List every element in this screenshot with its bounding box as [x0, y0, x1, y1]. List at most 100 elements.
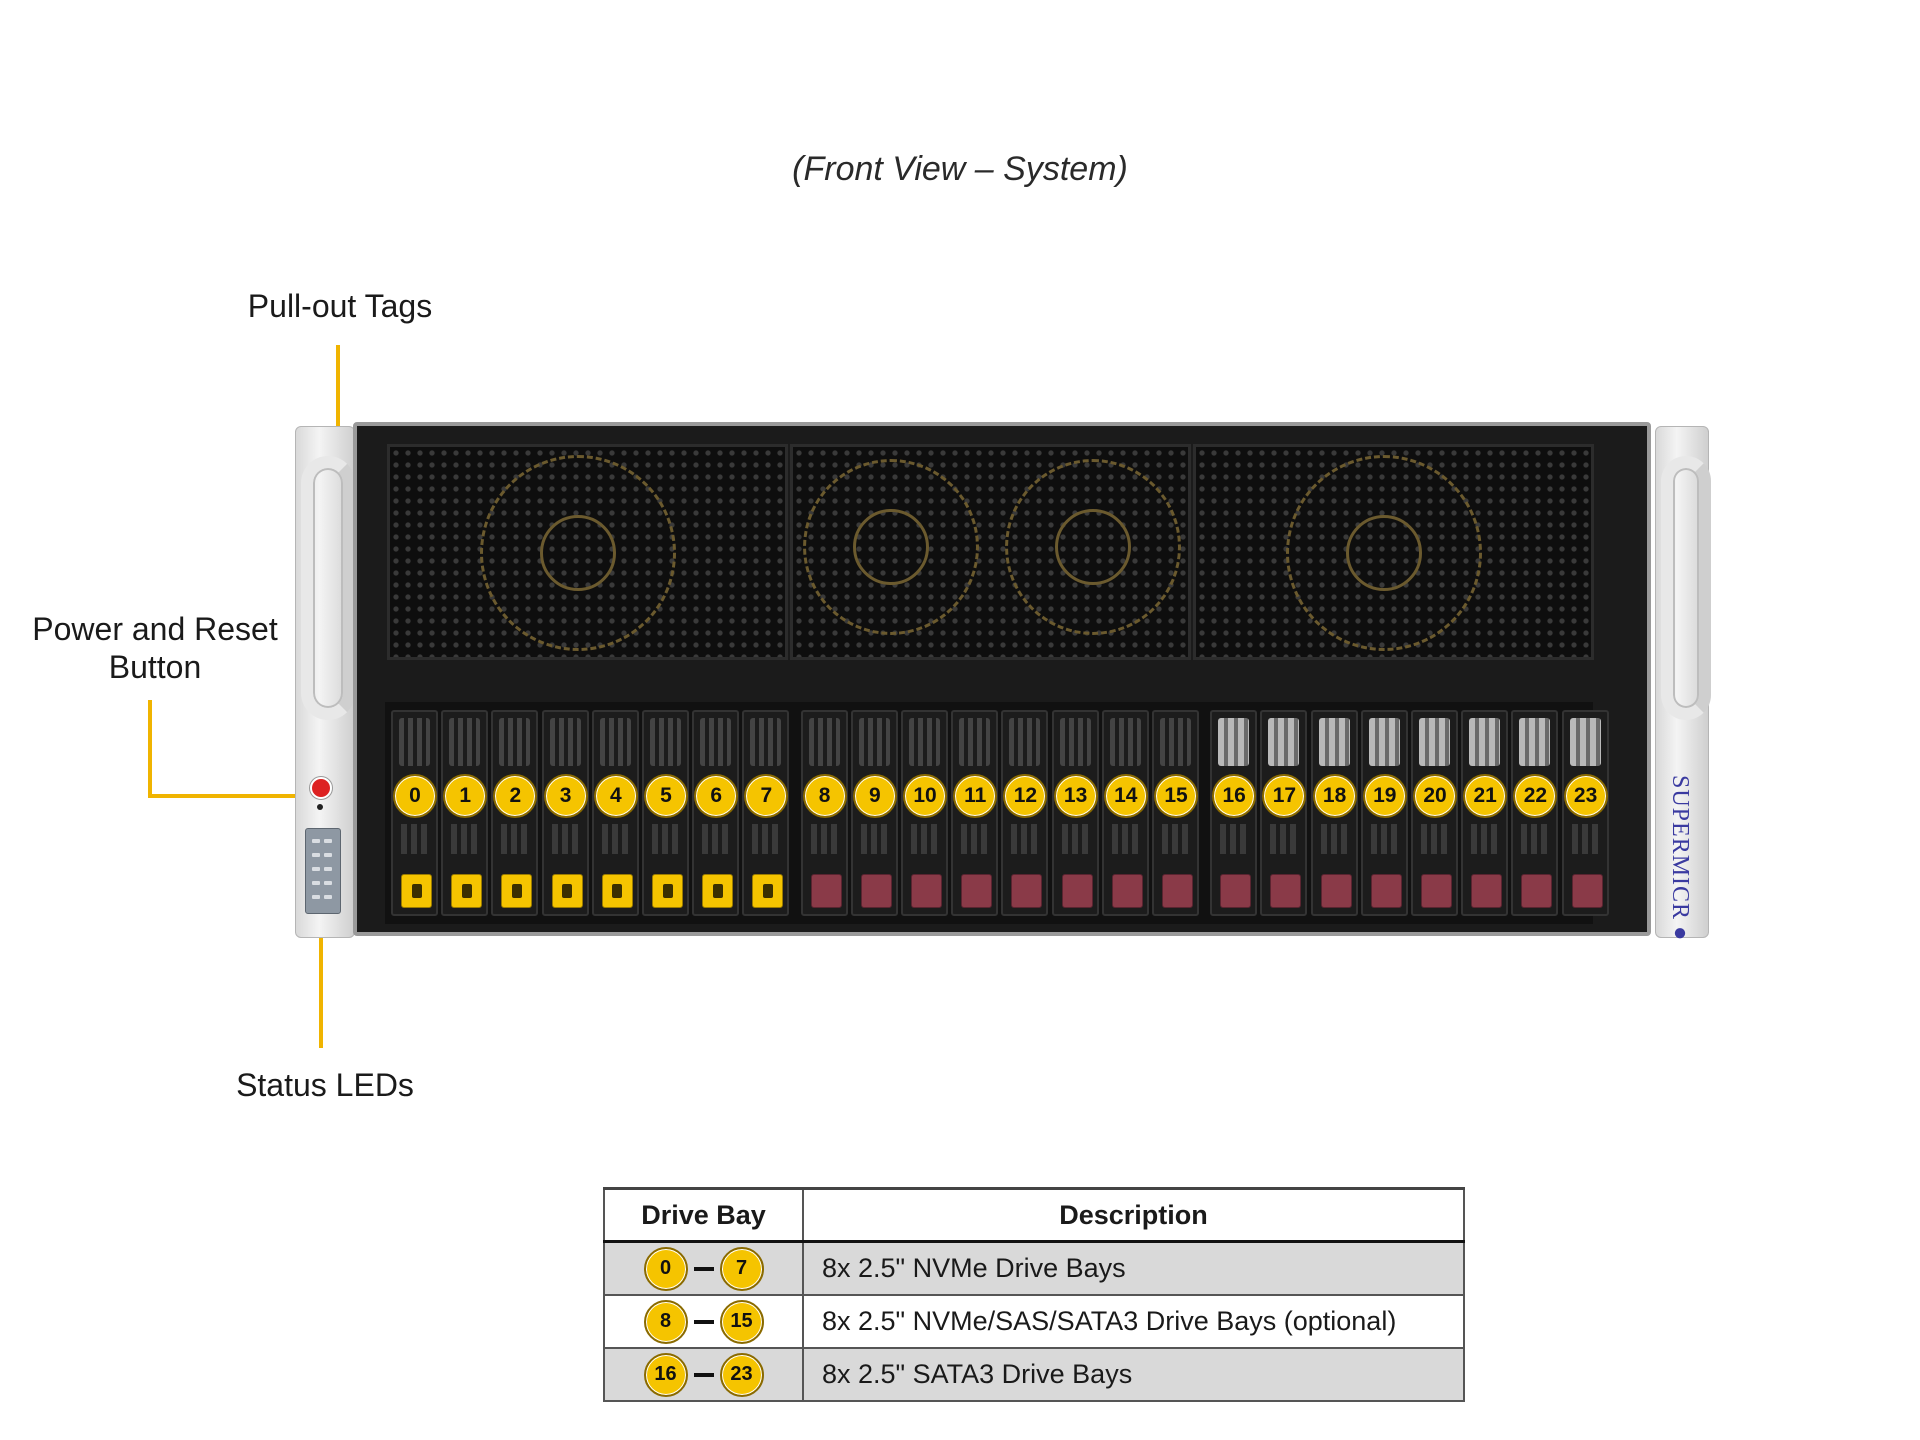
drive-tray-slots [1270, 824, 1298, 854]
bay-number-badge: 0 [393, 774, 437, 818]
drive-release-latch[interactable] [1571, 874, 1603, 908]
drive-release-latch[interactable] [401, 874, 432, 908]
drive-release-latch[interactable] [1370, 874, 1402, 908]
bay-number-badge: 21 [1463, 774, 1508, 818]
power-reset-leader-horizontal [148, 794, 310, 798]
drive-tray-slots [911, 824, 938, 854]
drive-release-latch[interactable] [1521, 874, 1553, 908]
drive-tray[interactable]: 18 [1310, 710, 1358, 916]
drive-tray[interactable]: 11 [951, 710, 999, 916]
drive-tray-slots [401, 824, 428, 854]
bay-number-badge: 7 [744, 774, 789, 818]
drive-tray-slots [1571, 824, 1599, 854]
bay-number-badge: 8 [802, 774, 847, 818]
drive-tray[interactable]: 17 [1260, 710, 1308, 916]
drive-release-latch[interactable] [652, 874, 683, 908]
left-handle[interactable] [301, 456, 355, 720]
drive-tray-slots [1370, 824, 1398, 854]
bay-number-badge: 23 [719, 1352, 764, 1397]
drive-tray[interactable]: 14 [1101, 710, 1149, 916]
reset-button[interactable] [317, 804, 323, 810]
bay-number-badge: 8 [643, 1299, 688, 1344]
status-led [312, 839, 320, 843]
drive-release-latch[interactable] [1270, 874, 1302, 908]
latch-lock-icon [612, 884, 623, 898]
drive-tray[interactable]: 13 [1051, 710, 1099, 916]
drive-release-latch[interactable] [702, 874, 734, 908]
drive-tray-vent [499, 718, 531, 766]
fan-bay [790, 444, 1191, 660]
drive-release-latch[interactable] [961, 874, 993, 908]
drive-tray[interactable]: 9 [850, 710, 898, 916]
drive-bay-description: 8x 2.5" SATA3 Drive Bays [803, 1348, 1465, 1402]
drive-tray[interactable]: 7 [742, 710, 790, 916]
drive-tray-vent [959, 718, 991, 766]
fan-icon [803, 459, 979, 635]
drive-tray-slots [601, 824, 629, 854]
drive-release-latch[interactable] [501, 874, 533, 908]
drive-tray-vent [858, 718, 890, 766]
right-handle[interactable] [1661, 456, 1711, 720]
drive-tray[interactable]: 10 [901, 710, 948, 916]
drive-release-latch[interactable] [1011, 874, 1043, 908]
drive-release-latch[interactable] [551, 874, 583, 908]
drive-tray[interactable]: 20 [1411, 710, 1458, 916]
drive-tray[interactable]: 22 [1511, 710, 1559, 916]
drive-tray[interactable]: 1 [441, 710, 489, 916]
status-led [324, 839, 332, 843]
status-led-panel [305, 828, 341, 914]
drive-tray[interactable]: 19 [1360, 710, 1408, 916]
drive-release-latch[interactable] [1162, 874, 1193, 908]
drive-release-latch[interactable] [1320, 874, 1352, 908]
power-button-icon[interactable] [310, 777, 332, 799]
bay-number-badge: 11 [953, 774, 998, 818]
drive-tray[interactable]: 8 [800, 710, 848, 916]
status-led [324, 867, 332, 871]
table-header-row: Drive Bay Description [603, 1187, 1465, 1243]
drive-release-latch[interactable] [810, 874, 842, 908]
drive-tray[interactable]: 23 [1561, 710, 1609, 916]
drive-release-latch[interactable] [1111, 874, 1143, 908]
status-led [312, 881, 320, 885]
status-led [324, 881, 332, 885]
drive-release-latch[interactable] [1421, 874, 1452, 908]
drive-release-latch[interactable] [1220, 874, 1252, 908]
latch-lock-icon [411, 884, 422, 898]
drive-release-latch[interactable] [911, 874, 942, 908]
drive-release-latch[interactable] [451, 874, 483, 908]
status-leds-leader [319, 908, 323, 1048]
drive-tray-vent [1519, 718, 1551, 766]
drive-tray[interactable]: 0 [391, 710, 438, 916]
drive-tray-vent [449, 718, 481, 766]
drive-tray-slots [702, 824, 730, 854]
drive-tray[interactable]: 16 [1210, 710, 1258, 916]
drive-tray[interactable]: 15 [1152, 710, 1199, 916]
drive-release-latch[interactable] [860, 874, 892, 908]
drive-tray-slots [451, 824, 479, 854]
bay-number-badge: 3 [543, 774, 588, 818]
drive-bay-description: 8x 2.5" NVMe Drive Bays [803, 1241, 1465, 1296]
drive-release-latch[interactable] [1061, 874, 1093, 908]
drive-tray-slots [1111, 824, 1139, 854]
drive-tray-vent [1368, 718, 1400, 766]
drive-tray-slots [1320, 824, 1348, 854]
latch-lock-icon [461, 884, 472, 898]
bay-number-badge: 7 [719, 1246, 764, 1291]
drive-tray[interactable]: 4 [591, 710, 639, 916]
status-led [324, 853, 332, 857]
status-led [312, 853, 320, 857]
drive-release-latch[interactable] [752, 874, 784, 908]
drive-bay-range: 8 15 [603, 1295, 804, 1349]
drive-tray[interactable]: 5 [642, 710, 689, 916]
supermicro-logo: SUPERMICR● [1667, 775, 1693, 948]
table-row: 16 23 8x 2.5" SATA3 Drive Bays [603, 1348, 1465, 1402]
drive-tray-vent [1218, 718, 1250, 766]
drive-tray[interactable]: 12 [1001, 710, 1049, 916]
drive-tray[interactable]: 6 [692, 710, 740, 916]
drive-release-latch[interactable] [601, 874, 633, 908]
drive-tray-vent [909, 718, 940, 766]
drive-release-latch[interactable] [1471, 874, 1503, 908]
drive-tray[interactable]: 21 [1461, 710, 1509, 916]
drive-tray[interactable]: 3 [541, 710, 589, 916]
drive-tray[interactable]: 2 [491, 710, 539, 916]
